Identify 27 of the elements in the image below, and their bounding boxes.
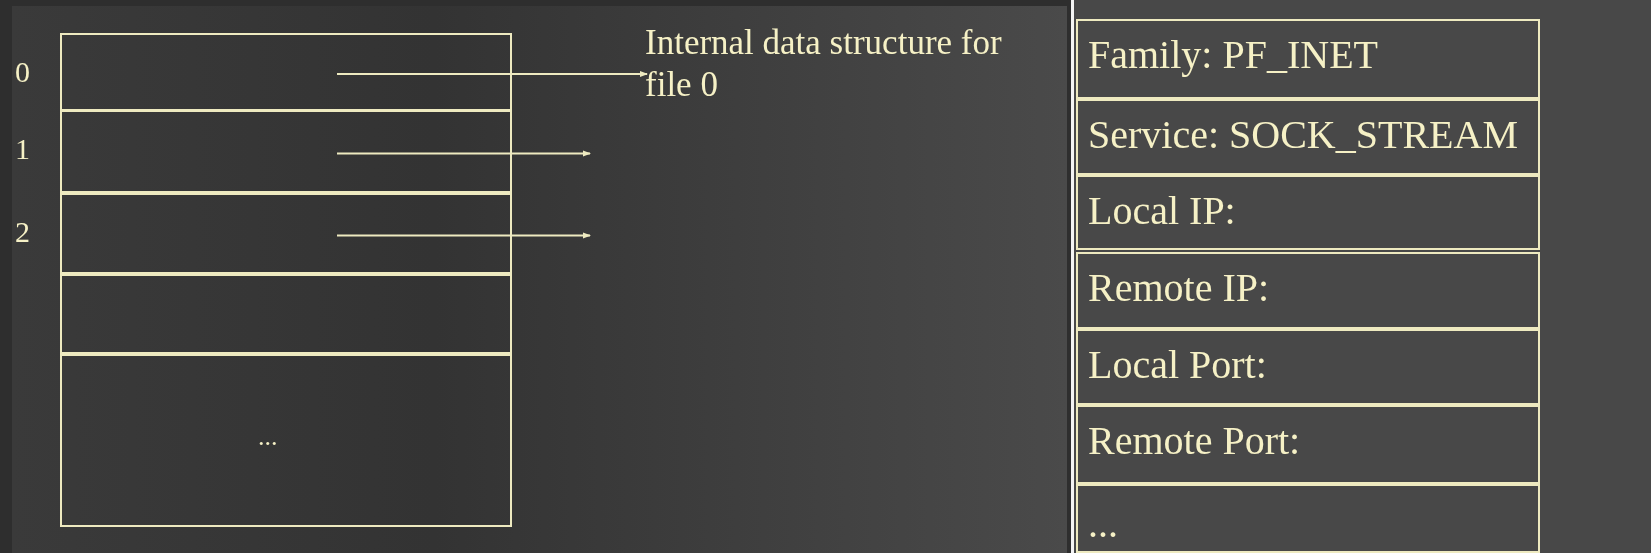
field-label: Service: SOCK_STREAM [1088, 111, 1518, 158]
arrow [336, 232, 591, 239]
index-number: 2 [15, 215, 30, 249]
field-label: Remote IP: [1088, 264, 1270, 311]
table-row [1076, 19, 1540, 99]
ellipsis: ... [258, 422, 278, 452]
table-row [1076, 252, 1540, 329]
table-row [1076, 329, 1540, 405]
field-label: Remote Port: [1088, 417, 1301, 464]
field-label: Family: PF_INET [1088, 31, 1379, 78]
index-number: 0 [15, 55, 30, 89]
table-row [60, 33, 512, 111]
arrow [336, 150, 591, 157]
table-row [60, 354, 512, 527]
table-row [1076, 175, 1540, 250]
index-number: 1 [15, 132, 30, 166]
arrow [336, 71, 648, 77]
table-row [60, 110, 512, 193]
table-row [1076, 405, 1540, 484]
table-row [60, 193, 512, 274]
text-label: Internal data structure for file 0 [645, 22, 1045, 108]
field-label: ... [1088, 500, 1118, 547]
table-row [1076, 99, 1540, 175]
field-label: Local IP: [1088, 187, 1236, 234]
field-label: Local Port: [1088, 341, 1267, 388]
table-row [60, 274, 512, 354]
table-row [1076, 484, 1540, 553]
